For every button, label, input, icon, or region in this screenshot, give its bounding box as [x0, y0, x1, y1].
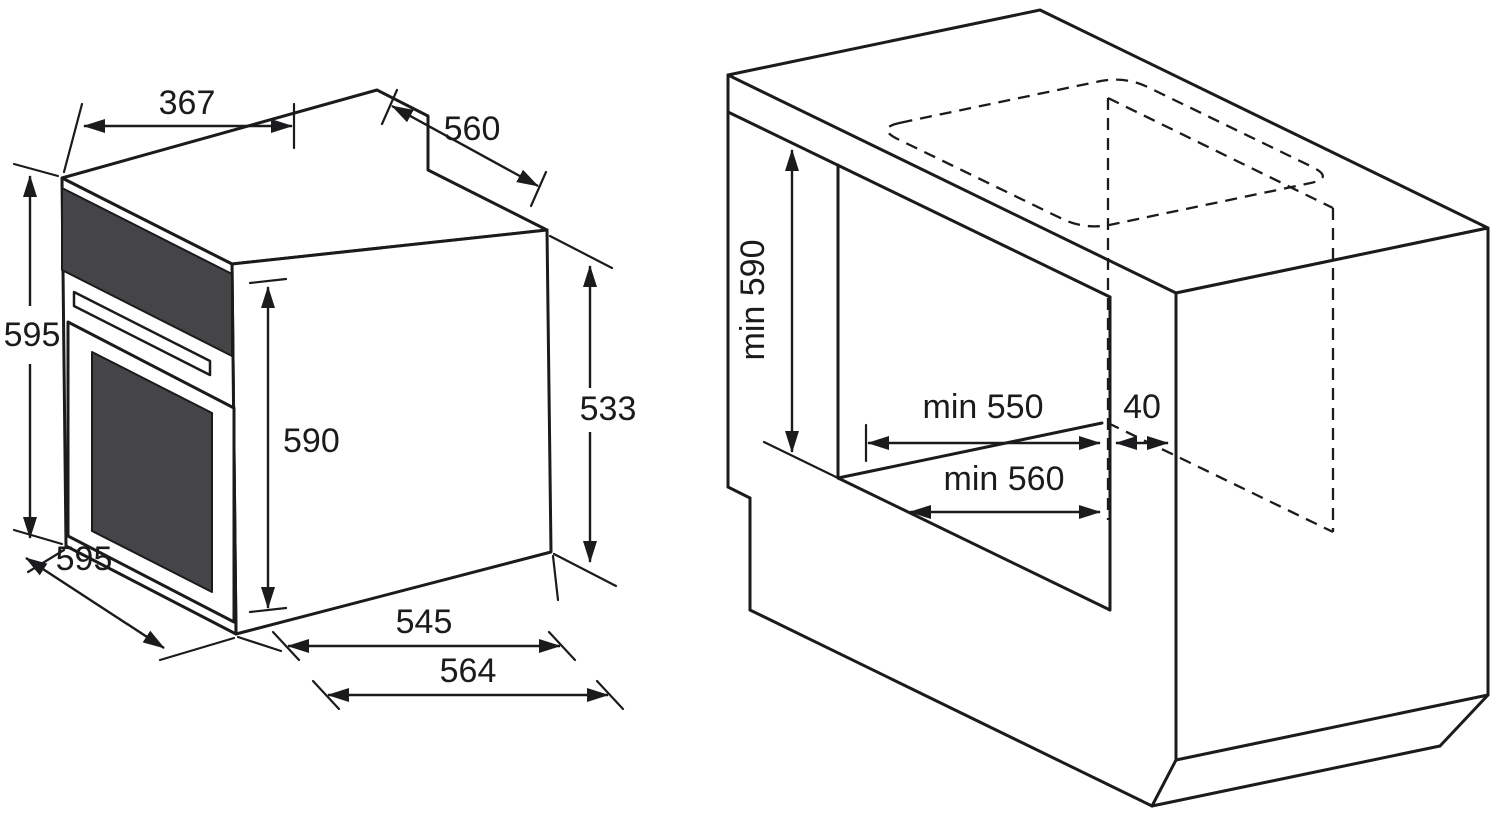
dim-590-ext-top	[248, 277, 288, 285]
dim-560-label: 560	[444, 110, 501, 148]
dim-533-ext-top	[548, 234, 614, 270]
hob-cutout-outline	[886, 78, 1324, 228]
dim-595h-ext-bottom	[12, 528, 64, 546]
niche-bottom-edge	[836, 476, 1112, 612]
cabinet-dimensions: min 590 min 550 40 min 560	[734, 149, 1169, 519]
oven-control-panel	[61, 187, 233, 357]
plinth-right-return	[1438, 693, 1490, 748]
dim-545-ext-left	[271, 630, 301, 662]
dim-545-conn-left	[236, 635, 283, 653]
countertop-underside	[726, 110, 1112, 299]
niche-opening	[836, 163, 1112, 612]
dim-min590-label: min 590	[734, 240, 772, 361]
shaft-top-dashed	[1107, 96, 1334, 210]
dim-595h-ext-top	[12, 162, 60, 178]
plinth-bottom-front	[748, 608, 1154, 808]
dim-560-line	[391, 104, 539, 188]
dim-545-ext-right	[547, 630, 577, 662]
dim-590-label: 590	[283, 422, 340, 460]
oven-figure: 367 560 595 590 533	[4, 84, 637, 711]
dim-533-label: 533	[580, 390, 637, 428]
dim-533-ext-bottom	[552, 552, 618, 588]
dim-595w-label: 595	[56, 540, 113, 578]
dim-40-label: 40	[1123, 388, 1161, 426]
dim-560-ext-left	[380, 88, 399, 126]
dim-595h-label: 595	[4, 316, 61, 354]
dim-564-label: 564	[440, 652, 497, 690]
dim-367-ext-left	[62, 102, 84, 174]
niche-floor-junction	[836, 421, 1104, 480]
cabinet-figure: min 590 min 550 40 min 560	[726, 8, 1490, 808]
oven-door-window	[91, 351, 213, 593]
dim-564-ext-right	[595, 679, 625, 711]
oven-right-face	[230, 228, 553, 636]
dim-560-ext-right	[529, 170, 548, 208]
dim-min590-ext-bottom	[762, 440, 840, 480]
dim-564-ext-left	[311, 679, 341, 711]
dim-595w-ext-right	[158, 636, 236, 662]
oven-dimensions: 367 560 595 590 533	[4, 84, 637, 711]
plinth-step	[726, 485, 752, 500]
dim-590-ext-bottom	[248, 606, 288, 614]
dim-min560-label: min 560	[944, 460, 1065, 498]
plinth-corner	[1150, 758, 1178, 808]
dim-367-label: 367	[159, 84, 216, 122]
dim-min550-label: min 550	[923, 388, 1044, 426]
dim-545-conn-right	[551, 554, 560, 602]
dim-595w-line	[25, 556, 165, 650]
cabinet-front-lines	[726, 73, 1490, 808]
dim-545-label: 545	[396, 603, 453, 641]
plinth-bottom-right	[1150, 744, 1442, 808]
oven-door-handle	[72, 290, 212, 377]
